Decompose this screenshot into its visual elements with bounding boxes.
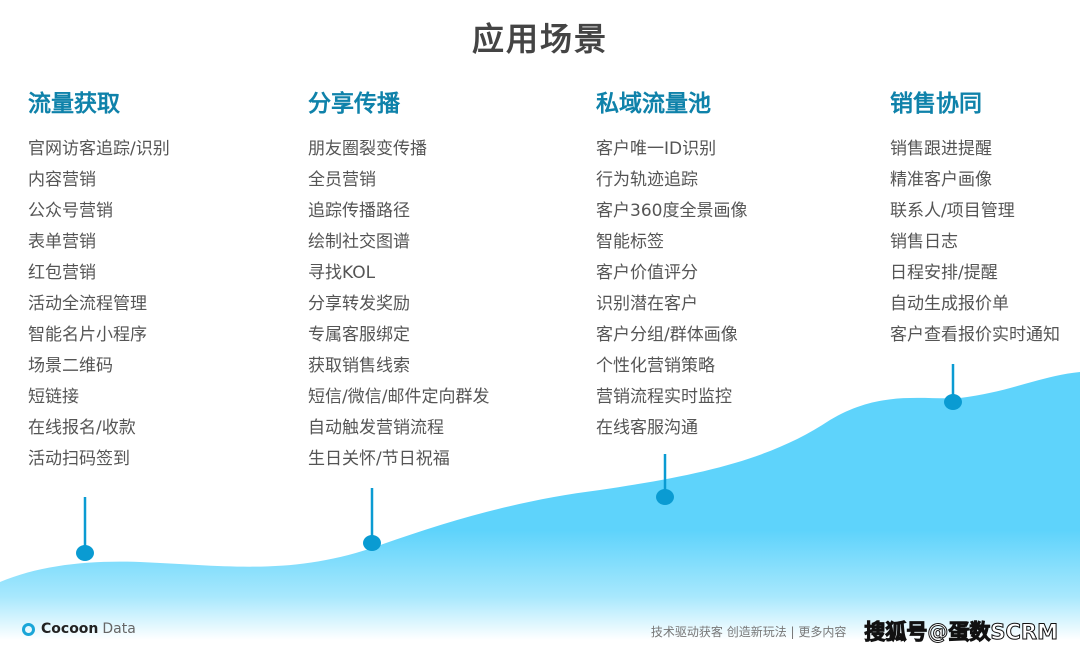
- feature-item: 内容营销: [28, 170, 96, 190]
- cocoon-data-logo: Cocoon Data: [22, 621, 136, 637]
- feature-item: 专属客服绑定: [308, 325, 410, 345]
- feature-item: 营销流程实时监控: [596, 387, 732, 407]
- column-sales-collaboration: 销售协同 销售跟进提醒精准客户画像联系人/项目管理销售日志日程安排/提醒自动生成…: [890, 88, 1060, 351]
- logo-brand: Cocoon: [41, 621, 99, 637]
- column-share-spread: 分享传播 朋友圈裂变传播全员营销追踪传播路径绘制社交图谱寻找KOL 分享转发奖励专…: [308, 88, 489, 475]
- column-traffic-acquisition: 流量获取 官网访客追踪/识别内容营销公众号营销表单营销红包营销活动全流程管理智能…: [28, 88, 170, 475]
- feature-item: 全员营销: [308, 170, 376, 190]
- feature-item: 官网访客追踪/识别: [28, 139, 170, 159]
- feature-item: 联系人/项目管理: [890, 201, 1015, 221]
- footer-right: 技术驱动获客 创造新玩法 | 更多内容 搜狐号@蛋数SCRM: [650, 616, 1059, 646]
- column-heading: 销售协同: [890, 91, 982, 117]
- feature-item: 活动全流程管理: [28, 294, 147, 314]
- feature-item: 日程安排/提醒: [890, 263, 998, 283]
- feature-item: 智能标签: [596, 232, 664, 252]
- feature-item: 红包营销: [28, 263, 96, 283]
- feature-list: 销售跟进提醒精准客户画像联系人/项目管理销售日志日程安排/提醒自动生成报价单客户…: [890, 134, 1060, 351]
- feature-item: 生日关怀/节日祝福: [308, 449, 450, 469]
- feature-item: 销售跟进提醒: [890, 139, 992, 159]
- feature-list: 朋友圈裂变传播全员营销追踪传播路径绘制社交图谱寻找KOL 分享转发奖励专属客服绑定…: [308, 134, 489, 475]
- logo-suffix: Data: [102, 621, 136, 637]
- feature-item: 短链接: [28, 387, 79, 407]
- feature-item: 识别潜在客户: [596, 294, 698, 314]
- feature-item: 智能名片小程序: [28, 325, 147, 345]
- logo-icon: [22, 622, 35, 636]
- milestone-pin: [76, 497, 94, 561]
- feature-item: 活动扫码签到: [28, 449, 130, 469]
- feature-item: 公众号营销: [28, 201, 113, 221]
- feature-item: 行为轨迹追踪: [596, 170, 698, 190]
- feature-item: 分享转发奖励: [308, 294, 410, 314]
- feature-item: 客户价值评分: [596, 263, 698, 283]
- feature-item: 朋友圈裂变传播: [308, 139, 427, 159]
- feature-item: 寻找KOL: [308, 263, 376, 283]
- feature-item: 追踪传播路径: [308, 201, 410, 221]
- milestone-pin: [944, 364, 962, 410]
- column-private-traffic: 私域流量池 客户唯一ID识别行为轨迹追踪客户360度全景画像智能标签客户价值评分…: [596, 88, 747, 444]
- feature-item: 个性化营销策略: [596, 356, 715, 376]
- feature-item: 精准客户画像: [890, 170, 992, 190]
- feature-item: 短信/微信/邮件定向群发: [308, 387, 490, 407]
- feature-item: 在线客服沟通: [596, 418, 698, 438]
- feature-list: 官网访客追踪/识别内容营销公众号营销表单营销红包营销活动全流程管理智能名片小程序…: [28, 134, 170, 475]
- column-heading: 私域流量池: [596, 91, 711, 117]
- feature-list: 客户唯一ID识别行为轨迹追踪客户360度全景画像智能标签客户价值评分识别潜在客户…: [596, 134, 747, 444]
- milestone-pin: [656, 454, 674, 505]
- feature-item: 客户唯一ID识别: [596, 139, 717, 159]
- watermark: 搜狐号@蛋数SCRM: [864, 620, 1059, 645]
- feature-item: 表单营销: [28, 232, 96, 252]
- column-heading: 分享传播: [308, 91, 400, 117]
- feature-item: 销售日志: [890, 232, 958, 252]
- feature-item: 自动生成报价单: [890, 294, 1009, 314]
- feature-item: 场景二维码: [28, 356, 113, 376]
- feature-item: 客户分组/群体画像: [596, 325, 738, 345]
- feature-item: 客户查看报价实时通知: [890, 325, 1060, 345]
- column-heading: 流量获取: [28, 91, 120, 117]
- feature-item: 自动触发营销流程: [308, 418, 444, 438]
- feature-item: 客户360度全景画像: [596, 201, 748, 221]
- milestone-pin: [363, 488, 381, 551]
- feature-item: 绘制社交图谱: [308, 232, 410, 252]
- footer-slogan: 技术驱动获客 创造新玩法 | 更多内容: [650, 624, 847, 639]
- feature-item: 获取销售线索: [308, 356, 410, 376]
- page-title: 应用场景: [471, 20, 608, 58]
- feature-item: 在线报名/收款: [28, 418, 136, 438]
